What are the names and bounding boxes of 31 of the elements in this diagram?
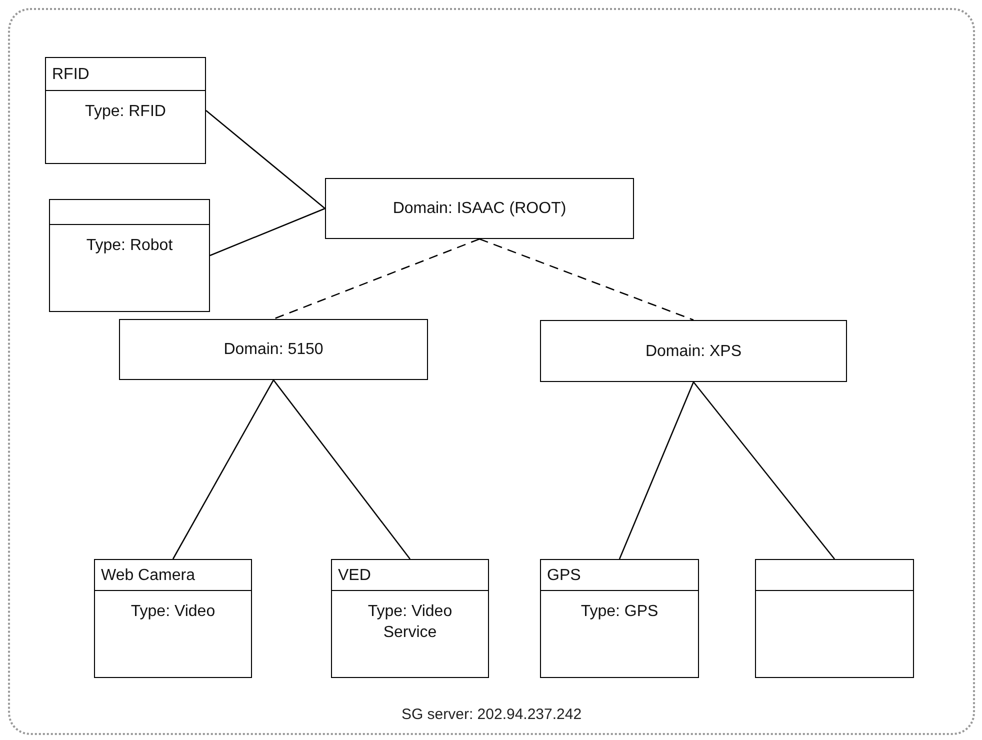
device-name: GPS [547,566,581,586]
server-frame [8,8,975,735]
device-box [540,559,699,678]
device-box [45,57,206,164]
device-box [49,199,210,312]
device-box [94,559,252,678]
domain-label: Domain: XPS [645,342,742,362]
device-box [755,559,914,678]
connector-line [693,382,835,560]
domain-box [325,178,634,239]
connector-line [479,238,694,321]
connector-line [272,380,411,560]
device-name: RFID [52,64,90,84]
domain-label: Domain: 5150 [224,340,324,360]
domain-box [540,320,847,382]
connector-line [210,208,326,256]
device-type: Type: GPS [580,602,658,622]
device-type: Type: Robot [86,236,173,256]
device-name: Web Camera [101,566,195,586]
connector-line [618,382,694,560]
device-type: Type: Video Service [366,602,454,643]
domain-label: Domain: ISAAC (ROOT) [392,199,566,219]
device-name: VED [338,566,371,586]
device-type: Type: RFID [85,102,166,122]
domain-box [119,319,428,380]
device-type: Type: Video [130,602,216,622]
device-box [331,559,489,678]
connector-line [172,380,274,560]
connector-line [273,238,480,320]
connector-line [206,110,326,209]
server-caption: SG server: 202.94.237.242 [400,706,583,723]
